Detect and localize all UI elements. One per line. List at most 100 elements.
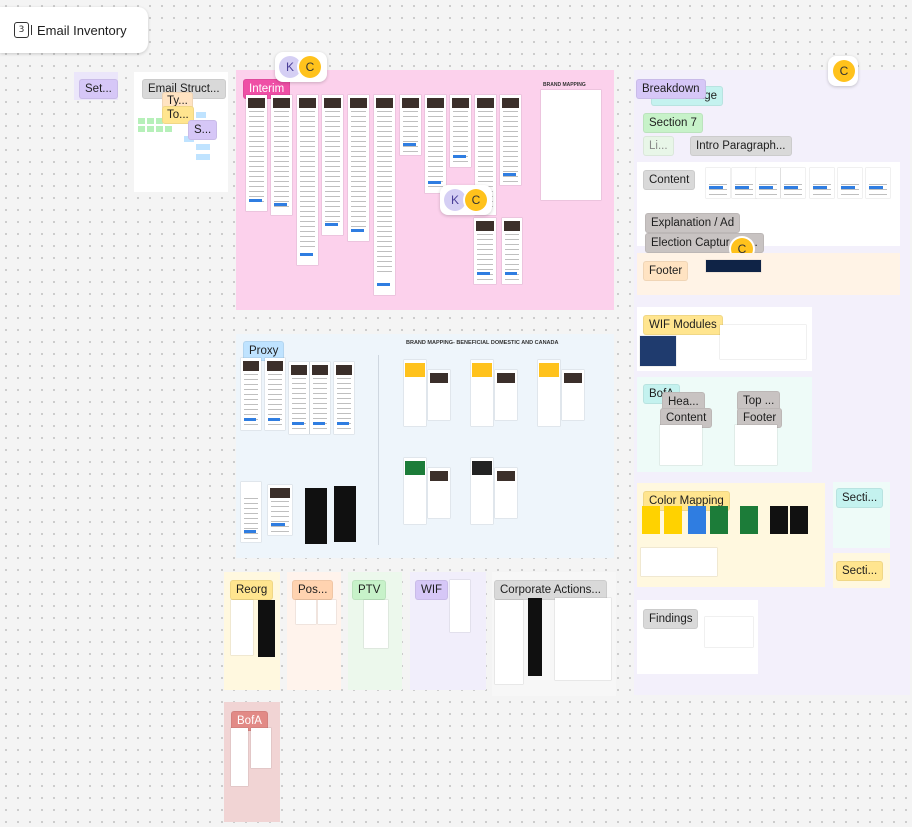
brand-mapping-board <box>541 90 601 200</box>
color-swatch <box>664 506 682 534</box>
label-reorg[interactable]: Reorg <box>230 580 274 600</box>
brand-variant-thumb-detail <box>428 370 450 420</box>
reorg-dark-thumb <box>258 600 275 657</box>
label-to[interactable]: To... <box>162 106 194 124</box>
label-footer-2[interactable]: Footer <box>737 408 783 428</box>
label-interim[interactable]: Interim <box>243 79 291 99</box>
label-section7[interactable]: Section 7 <box>643 113 703 133</box>
brand-variant-thumb-detail <box>495 468 517 518</box>
content-email-thumb <box>732 168 756 198</box>
content-email-thumb <box>706 168 730 198</box>
board-title: Email Inventory <box>37 22 127 38</box>
wif-module-thumb-2 <box>720 325 806 359</box>
avatar-c[interactable]: C <box>299 56 321 78</box>
avatar-c-3[interactable]: C <box>833 60 855 82</box>
corp-thumb <box>495 600 523 684</box>
brand-variant-thumb <box>471 360 493 426</box>
interim-email-thumb-lower-2 <box>502 218 522 284</box>
color-swatch <box>790 506 808 534</box>
bofa-bottom-thumb <box>231 728 248 786</box>
brand-variant-thumb-detail <box>428 468 450 518</box>
interim-email-thumb <box>425 95 446 193</box>
proxy-dark-thumb <box>334 486 356 542</box>
label-wif-modules[interactable]: WIF Modules <box>643 315 723 335</box>
interim-email-thumb <box>246 95 267 211</box>
label-hea[interactable]: Hea... <box>662 392 705 412</box>
proxy-email-thumb-lower <box>268 485 292 535</box>
brand-variant-thumb-detail <box>562 370 584 420</box>
brand-mapping-bdc-title: BRAND MAPPING- BENEFICIAL DOMESTIC AND C… <box>406 340 559 346</box>
color-swatch <box>688 506 706 534</box>
proxy-dark-thumb <box>305 488 327 544</box>
label-election-capture[interactable]: Election Captur...1 ... <box>645 233 764 253</box>
color-swatch <box>770 506 788 534</box>
brand-mapping-title: BRAND MAPPING <box>543 82 586 88</box>
proxy-email-thumb-lower-2 <box>241 482 261 542</box>
reorg-thumb <box>231 600 253 655</box>
label-proxy[interactable]: Proxy <box>243 341 285 361</box>
content-email-thumb <box>838 168 862 198</box>
label-content[interactable]: Content <box>643 170 696 190</box>
label-pos[interactable]: Pos... <box>292 580 334 600</box>
page-icon: 3 <box>14 22 32 38</box>
label-footer[interactable]: Footer <box>643 261 689 281</box>
wif-module-thumb <box>640 336 676 366</box>
content-email-thumb <box>810 168 834 198</box>
label-breakdown[interactable]: Breakdown <box>636 79 706 99</box>
content-email-thumb <box>866 168 890 198</box>
avatar-k-2[interactable]: K <box>444 189 466 211</box>
bofa-thumb-2 <box>735 425 777 465</box>
label-corporate-actions[interactable]: Corporate Actions... <box>494 580 607 600</box>
interim-email-thumb <box>297 95 318 265</box>
footer-thumb <box>706 260 761 272</box>
interim-email-thumb <box>400 95 421 155</box>
color-swatch <box>642 506 660 534</box>
brand-variant-thumb <box>538 360 560 426</box>
label-secti-2[interactable]: Secti... <box>836 561 884 581</box>
label-ptv[interactable]: PTV <box>352 580 387 600</box>
color-mapping-table <box>641 548 717 576</box>
bofa-thumb <box>660 425 702 465</box>
brand-variant-thumb <box>404 458 426 524</box>
content-email-thumb <box>756 168 780 198</box>
proxy-divider <box>378 355 379 545</box>
proxy-email-thumb <box>241 358 261 430</box>
label-findings[interactable]: Findings <box>643 609 699 629</box>
label-bofa-bottom[interactable]: BofA <box>231 711 268 731</box>
label-s[interactable]: S... <box>188 120 218 140</box>
pos-thumb-2 <box>318 600 336 624</box>
proxy-email-thumb <box>265 358 285 430</box>
ptv-thumb <box>364 600 388 648</box>
label-wif[interactable]: WIF <box>415 580 449 600</box>
interim-email-thumb <box>348 95 369 241</box>
proxy-email-thumb <box>310 362 330 434</box>
proxy-email-thumb <box>289 362 309 434</box>
findings-notes <box>705 617 753 647</box>
brand-variant-thumb-detail <box>495 370 517 420</box>
label-set[interactable]: Set... <box>79 79 118 99</box>
brand-variant-thumb <box>471 458 493 524</box>
interim-email-thumb <box>322 95 343 235</box>
corp-thumb-2 <box>555 598 611 680</box>
corp-dark-thumb <box>528 598 542 676</box>
avatar-c-2[interactable]: C <box>465 189 487 211</box>
interim-email-thumb <box>500 95 521 185</box>
pos-thumb <box>296 600 316 624</box>
label-li[interactable]: Li... <box>643 136 674 156</box>
avatar-k[interactable]: K <box>279 56 301 78</box>
color-swatch <box>740 506 758 534</box>
interim-email-thumb <box>271 95 292 215</box>
interim-email-thumb <box>374 95 395 295</box>
proxy-email-thumb <box>334 362 354 434</box>
bofa-bottom-thumb-2 <box>251 728 271 768</box>
label-secti-1[interactable]: Secti... <box>836 488 884 508</box>
board-title-bar[interactable]: 3 Email Inventory <box>0 7 148 53</box>
interim-email-thumb <box>450 95 471 167</box>
color-swatch <box>710 506 728 534</box>
label-intro-paragraph[interactable]: Intro Paragraph... <box>690 136 792 156</box>
label-explanation-ad[interactable]: Explanation / Ad <box>645 213 741 233</box>
interim-email-thumb-lower <box>474 218 496 284</box>
brand-variant-thumb <box>404 360 426 426</box>
wif-thumb <box>450 580 470 632</box>
content-email-thumb <box>781 168 805 198</box>
